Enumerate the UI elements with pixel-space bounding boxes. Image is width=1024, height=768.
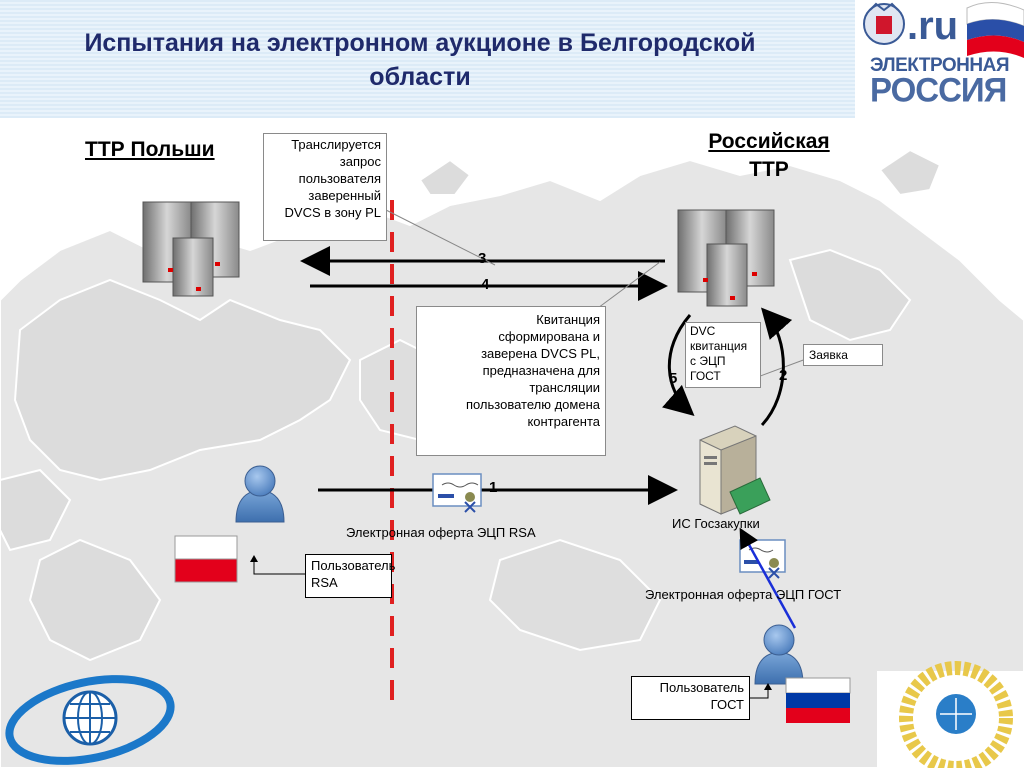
page-title: Испытания на электронном аукционе в Белг… (84, 29, 756, 91)
callout-request-line: заверенный (308, 188, 381, 203)
callout-application: Заявка (803, 344, 883, 366)
ttp-russia-line2: ТТР (749, 158, 789, 181)
flag-russia-icon (785, 677, 851, 723)
callout-receipt: Квитанция сформирована и заверена DVCS P… (416, 306, 606, 456)
ttp-russia-line1: Российская (708, 130, 830, 153)
step-3: 3 (478, 250, 487, 267)
user-gost-line: ГОСТ (710, 697, 744, 712)
callout-dvc-line: ГОСТ (690, 369, 721, 383)
logo-line2: РОССИЯ (870, 70, 1007, 109)
step-4: 4 (481, 276, 490, 293)
callout-request: Транслируется запрос пользователя завере… (263, 133, 387, 241)
certificate-rsa-icon (432, 473, 482, 513)
logo-line1: ЭЛЕКТРОННАЯ (870, 55, 1010, 76)
ttp-russia-label: Российская ТТР (690, 128, 848, 184)
user-rsa-line: RSA (311, 575, 338, 590)
user-rsa-icon (235, 465, 285, 523)
step-1: 1 (489, 479, 498, 496)
user-rsa-line: Пользователь (311, 558, 396, 573)
callout-dvc-line: с ЭЦП (690, 354, 726, 368)
arrow-5 (662, 314, 695, 416)
callout-request-line: DVCS в зону PL (284, 205, 381, 220)
callout-receipt-line: сформирована и (498, 329, 600, 344)
electronic-russia-logo: .ru (857, 0, 1024, 118)
user-rsa-box: Пользователь RSA (305, 554, 396, 598)
server-cluster-russia (677, 209, 775, 307)
callout-request-line: пользователя (298, 171, 381, 186)
callout-receipt-line: контрагента (527, 414, 600, 429)
conference-logo-icon (878, 661, 1024, 768)
certificate-gost-icon (739, 539, 786, 579)
globe-logo-icon (5, 675, 175, 765)
logo-domain: .ru (907, 4, 959, 48)
step-2: 2 (779, 367, 788, 384)
label-offer-rsa: Электронная оферта ЭЦП RSA (346, 525, 536, 540)
workstation-icon (699, 425, 771, 515)
arrow-2 (760, 307, 793, 427)
flag-poland-icon (174, 535, 238, 583)
user-gost-icon (754, 624, 804, 685)
step-5: 5 (669, 370, 678, 387)
label-offer-gost: Электронная оферта ЭЦП ГОСТ (645, 587, 842, 602)
label-is-goszakupki: ИС Госзакупки (672, 516, 760, 531)
ttp-poland-label: ТТР Польши (85, 138, 215, 161)
callout-receipt-line: трансляции (529, 380, 600, 395)
server-cluster-poland (142, 201, 240, 297)
callout-request-line: Транслируется (291, 137, 381, 152)
callout-request-line: запрос (339, 154, 381, 169)
callout-receipt-line: заверена DVCS PL, (481, 346, 600, 361)
callout-dvc-line: квитанция (690, 339, 748, 353)
callout-receipt-line: предназначена для (482, 363, 600, 378)
callout-receipt-line: пользователю домена (465, 397, 600, 412)
callout-dvc: DVC квитанция с ЭЦП ГОСТ (685, 322, 761, 388)
user-gost-box: Пользователь ГОСТ (631, 676, 750, 720)
callout-receipt-line: Квитанция (536, 312, 600, 327)
gost-link-line (739, 527, 797, 629)
user-gost-line: Пользователь (659, 680, 744, 695)
header-band (0, 0, 855, 118)
callout-dvc-line: DVC (690, 324, 716, 338)
